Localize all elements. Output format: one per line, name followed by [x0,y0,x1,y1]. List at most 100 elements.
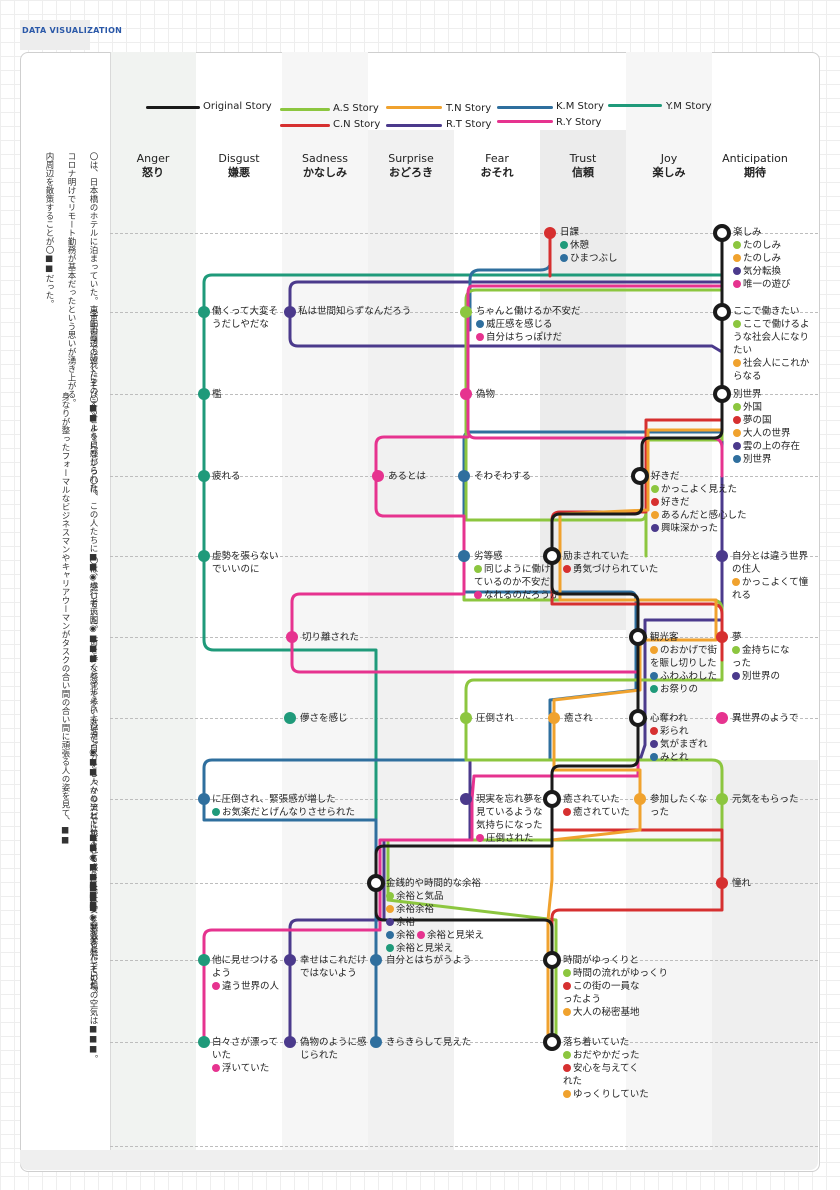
legend-label: A.S Story [333,103,379,114]
node-sub: おだやかだった [563,1049,640,1062]
station-dot [286,631,298,643]
node-label: 元気をもらった [732,794,799,805]
divider-left [110,52,111,1152]
node-label: 自分とはちがうよう [386,955,472,966]
node-sub: 社会人にこれからなる [733,358,810,382]
node-sub: たのしみ [733,239,781,252]
node-label: 癒されていた [563,794,620,805]
row-line [110,883,818,884]
station-dot [198,306,210,318]
station-dot [198,388,210,400]
station-dot [372,470,384,482]
side-note: コロナ明けでリモート勤務が基本だったという思いが湧き上がる。 [66,152,76,407]
station-dot [284,712,296,724]
node-sub: ひまつぶし [560,252,618,265]
station-dot [548,712,560,724]
node-label: 自分とは違う世界の住人 [732,551,809,575]
node-sub: 威圧感を感じる [476,318,553,331]
row-line [110,1042,818,1043]
node-sub: 自分はちっぽけだ [476,331,562,344]
node-sub: 余裕余裕 [386,903,434,916]
station-dot [284,954,296,966]
route-original [374,231,724,1044]
node-label: 楽しみ [733,227,762,238]
station-ring [713,224,731,242]
node-label: 時間がゆっくりと [563,955,640,966]
node-sub: 圧倒された [476,832,534,845]
node-label: きらきらして見えた [386,1037,472,1048]
station-dot [460,306,472,318]
node-sub: 好きだ [651,496,690,509]
station-dot [716,550,728,562]
band-sadness [282,52,368,1152]
station-dot [198,550,210,562]
station-dot [284,1036,296,1048]
legend-swatch [280,108,330,111]
node-label: 落ち着いていた [563,1037,630,1048]
node-sub: 浮いていた [212,1062,269,1075]
node-sub: 夢の国 [733,414,772,427]
footer-strip [20,1150,818,1170]
station-dot [458,470,470,482]
node-sub: かっこよく見えた [651,483,737,496]
route-ry [202,231,724,1044]
node-label: 檻 [212,389,222,400]
station-dot [284,306,296,318]
stations [198,224,731,1051]
node-label: 偽物のように感じられた [300,1037,367,1061]
node-label: 好きだ [651,471,680,482]
station-dot [460,388,472,400]
station-dot [370,1036,382,1048]
node-sub: この街の一員なったよう [563,981,640,1005]
node-label: 癒され [564,713,593,724]
station-dot [634,793,646,805]
header-tag: DATA VISUALIZATION [20,20,122,50]
node-sub: 余裕余裕と見栄え [386,929,484,942]
node-label: 日課 [560,227,580,238]
legend-swatch [386,124,442,127]
legend-label: R.T Story [446,119,492,130]
node-sub: ふわふわした [650,670,717,683]
station-ring [713,303,731,321]
row-line [110,1146,818,1147]
node-label: 私は世間知らずなんだろう [298,306,412,317]
node-sub: 余裕と見栄え [386,942,453,955]
node-sub: ここで働けるような社会人になりたい [733,319,810,356]
legend-label: Original Story [203,101,272,112]
node-sub: 雲の上の存在 [733,440,800,453]
station-dot [716,631,728,643]
band-anger [110,52,196,1152]
band-anticipation [712,760,818,1150]
station-dot [198,954,210,966]
node-label: 劣等感 [474,551,503,562]
node-label: ここで働きたい [733,306,800,317]
node-label: 圧倒され [476,713,515,724]
side-note: ■■■◉感じられ、 [88,883,98,966]
node-sub: 唯一の遊び [733,278,791,291]
node-sub: 余裕 [386,916,415,929]
node-label: 疲れる [212,471,241,482]
node-label: 観光客 [650,632,679,643]
node-sub: 興味深かった [651,522,718,535]
route-ym [202,231,724,1044]
node-label: 偽物 [476,389,496,400]
node-sub: 別世界 [733,453,772,466]
node-sub: 勇気づけられていた [563,563,658,576]
legend-swatch [497,120,553,123]
node-label: 働くって大変そうだしやだな [212,306,279,330]
node-label: 白々さが漂っていた [212,1037,279,1061]
node-sub: 気分転換 [733,265,781,278]
station-dot [198,793,210,805]
station-dot [460,793,472,805]
legend-label: C.N Story [333,119,381,130]
station-dot [198,1036,210,1048]
row-line [110,637,818,638]
station-ring [713,385,731,403]
band-surprise [368,130,454,1150]
legend-label: R.Y Story [556,117,602,128]
